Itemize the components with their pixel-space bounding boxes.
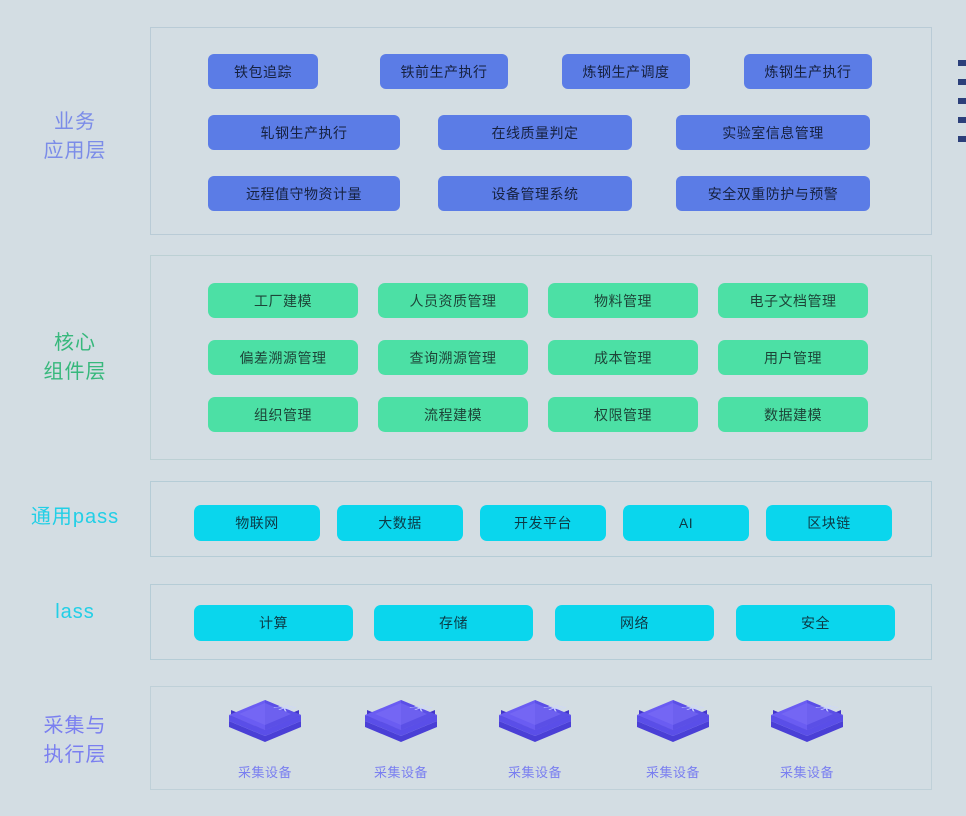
chip-business-app-2-1[interactable]: 设备管理系统 — [438, 176, 632, 211]
device-acquisition-1[interactable]: 采 采集设备 — [353, 694, 449, 781]
svg-text:采: 采 — [405, 704, 436, 713]
edge-bullet-icon — [958, 79, 966, 85]
chip-core-0-3[interactable]: 电子文档管理 — [718, 283, 868, 318]
panel-general-paas — [150, 481, 932, 557]
device-caption: 采集设备 — [779, 765, 834, 780]
svg-text:采: 采 — [269, 704, 300, 713]
chip-core-2-0[interactable]: 组织管理 — [208, 397, 358, 432]
panel-acquisition-execution — [150, 686, 932, 790]
layer-label-general-paas: 通用pass — [30, 506, 120, 528]
device-caption: 采集设备 — [373, 765, 428, 780]
chip-core-1-1[interactable]: 查询溯源管理 — [378, 340, 528, 375]
chip-business-app-1-1[interactable]: 在线质量判定 — [438, 115, 632, 150]
edge-bullet-marks — [958, 60, 966, 155]
chip-paas-4[interactable]: 区块链 — [766, 505, 892, 541]
chip-core-2-1[interactable]: 流程建模 — [378, 397, 528, 432]
acquisition-device-icon: 采 — [767, 694, 847, 756]
svg-text:采: 采 — [539, 704, 570, 713]
chip-iaas-1[interactable]: 存储 — [374, 605, 533, 641]
acquisition-device-icon: 采 — [361, 694, 441, 756]
panel-business-application — [150, 27, 932, 235]
acquisition-device-icon: 采 — [633, 694, 713, 756]
chip-core-1-0[interactable]: 偏差溯源管理 — [208, 340, 358, 375]
device-acquisition-0[interactable]: 采 采集设备 — [217, 694, 313, 781]
chip-core-0-1[interactable]: 人员资质管理 — [378, 283, 528, 318]
edge-bullet-icon — [958, 60, 966, 66]
edge-bullet-icon — [958, 98, 966, 104]
chip-business-app-1-0[interactable]: 轧钢生产执行 — [208, 115, 400, 150]
device-caption: 采集设备 — [645, 765, 700, 780]
panel-core-component — [150, 255, 932, 460]
chip-iaas-2[interactable]: 网络 — [555, 605, 714, 641]
device-acquisition-4[interactable]: 采 采集设备 — [759, 694, 855, 781]
chip-paas-3[interactable]: AI — [623, 505, 749, 541]
layer-label-iaas: lass — [55, 601, 95, 623]
chip-core-0-0[interactable]: 工厂建模 — [208, 283, 358, 318]
edge-bullet-icon — [958, 136, 966, 142]
edge-bullet-icon — [958, 117, 966, 123]
chip-business-app-0-2[interactable]: 炼钢生产调度 — [562, 54, 690, 89]
chip-paas-1[interactable]: 大数据 — [337, 505, 463, 541]
chip-business-app-0-1[interactable]: 铁前生产执行 — [380, 54, 508, 89]
chip-paas-2[interactable]: 开发平台 — [480, 505, 606, 541]
chip-business-app-0-0[interactable]: 铁包追踪 — [208, 54, 318, 89]
device-acquisition-2[interactable]: 采 采集设备 — [487, 694, 583, 781]
svg-text:采: 采 — [811, 704, 842, 713]
chip-business-app-1-2[interactable]: 实验室信息管理 — [676, 115, 870, 150]
chip-business-app-2-2[interactable]: 安全双重防护与预警 — [676, 176, 870, 211]
chip-core-2-3[interactable]: 数据建模 — [718, 397, 868, 432]
acquisition-device-icon: 采 — [495, 694, 575, 756]
chip-core-1-2[interactable]: 成本管理 — [548, 340, 698, 375]
device-caption: 采集设备 — [507, 765, 562, 780]
layer-label-core-component: 核心 组件层 — [43, 332, 107, 383]
chip-paas-0[interactable]: 物联网 — [194, 505, 320, 541]
chip-business-app-2-0[interactable]: 远程值守物资计量 — [208, 176, 400, 211]
acquisition-device-icon: 采 — [225, 694, 305, 756]
chip-core-2-2[interactable]: 权限管理 — [548, 397, 698, 432]
chip-iaas-0[interactable]: 计算 — [194, 605, 353, 641]
chip-business-app-0-3[interactable]: 炼钢生产执行 — [744, 54, 872, 89]
chip-iaas-3[interactable]: 安全 — [736, 605, 895, 641]
device-caption: 采集设备 — [237, 765, 292, 780]
layer-label-acquisition-execution: 采集与 执行层 — [43, 715, 107, 766]
panel-iaas — [150, 584, 932, 660]
device-acquisition-3[interactable]: 采 采集设备 — [625, 694, 721, 781]
chip-core-0-2[interactable]: 物料管理 — [548, 283, 698, 318]
chip-core-1-3[interactable]: 用户管理 — [718, 340, 868, 375]
layer-label-business-application: 业务 应用层 — [43, 111, 107, 162]
svg-text:采: 采 — [677, 704, 708, 713]
